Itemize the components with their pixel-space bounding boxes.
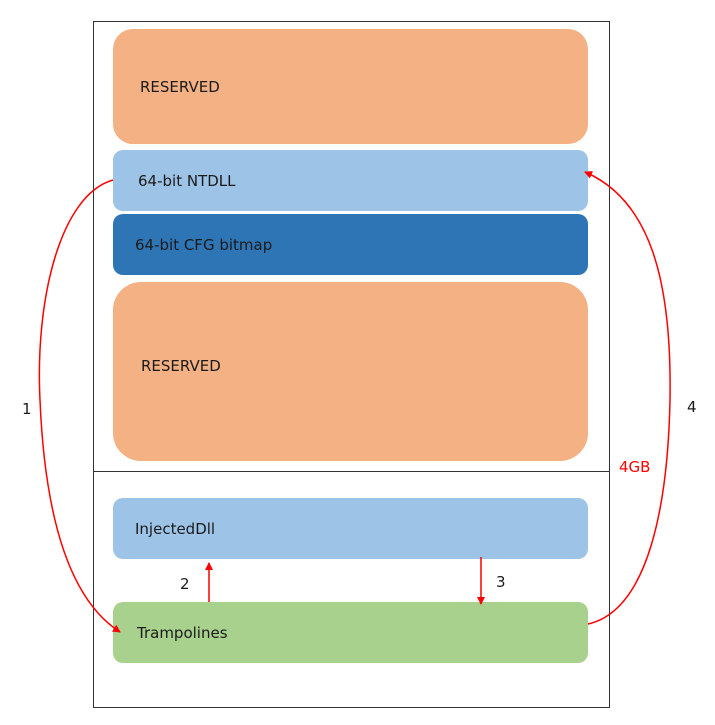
step-2-label: 2 — [180, 575, 190, 593]
cfg-bitmap-block: 64-bit CFG bitmap — [113, 214, 588, 275]
trampolines-label: Trampolines — [137, 623, 228, 642]
ntdll-label: 64-bit NTDLL — [138, 171, 236, 190]
injected-dll-block: InjectedDll — [113, 498, 588, 559]
trampolines-block: Trampolines — [113, 602, 588, 663]
4gb-label: 4GB — [619, 458, 651, 476]
cfg-bitmap-label: 64-bit CFG bitmap — [135, 235, 273, 254]
reserved-bottom-label: RESERVED — [141, 357, 221, 375]
step-1-label: 1 — [22, 400, 32, 418]
reserved-top-block: RESERVED — [113, 29, 588, 144]
reserved-top-label: RESERVED — [140, 77, 220, 96]
reserved-bottom-block: RESERVED — [113, 282, 588, 461]
4gb-boundary-line — [93, 471, 610, 472]
step-4-label: 4 — [687, 398, 697, 416]
ntdll-block: 64-bit NTDLL — [113, 150, 588, 211]
injected-dll-label: InjectedDll — [135, 519, 216, 538]
step-3-label: 3 — [496, 573, 506, 591]
